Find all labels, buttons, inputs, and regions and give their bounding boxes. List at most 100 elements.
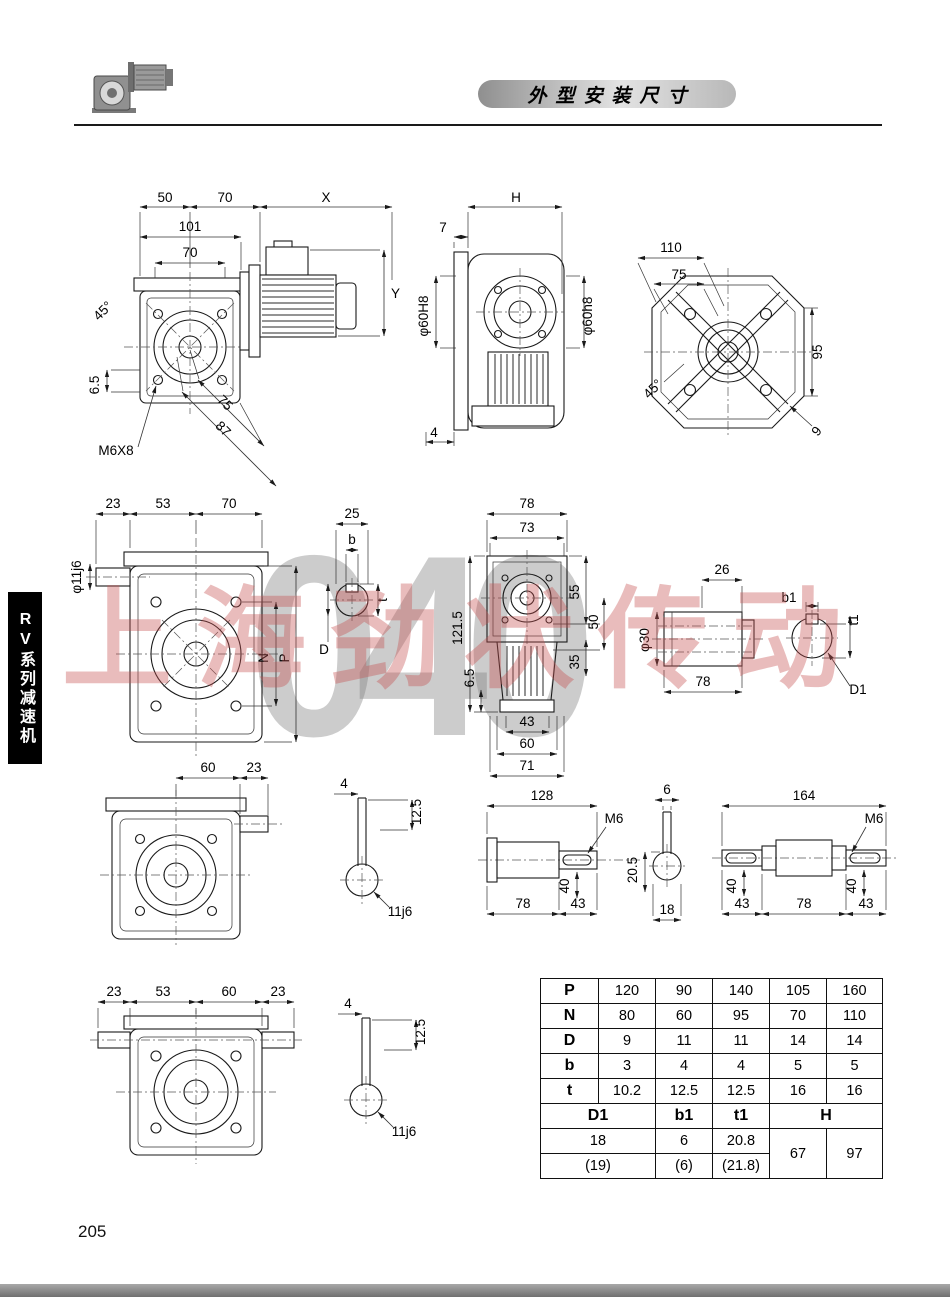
dim-label: 70 — [221, 496, 236, 511]
dim-label: 95 — [810, 344, 825, 359]
footer-bar — [0, 1284, 950, 1297]
dim-label: b1 — [781, 590, 796, 605]
table-cell: 11 — [712, 1028, 770, 1054]
product-photo — [92, 62, 173, 113]
view-front-with-motor: 50 70 X 101 70 45° 6.5 M6X8 75 87 Y — [87, 190, 400, 487]
dim-label: 35 — [567, 654, 582, 669]
dim-label: M6 — [605, 811, 624, 826]
view-side-middle: 78 73 121.5 6.5 55 50 35 43 60 71 — [450, 496, 607, 779]
dim-label: 6 — [663, 782, 671, 797]
dim-label: X — [321, 190, 330, 205]
table-cell: D1 — [540, 1103, 656, 1129]
table-cell: 90 — [655, 978, 713, 1004]
dimension-table: P 120 90 140 105 160 N 80 60 95 70 110 D… — [540, 978, 883, 1179]
table-cell: 80 — [598, 1003, 656, 1029]
header-rule — [74, 124, 882, 126]
header-banner: 外型安装尺寸 — [478, 80, 736, 108]
table-cell: 16 — [769, 1078, 827, 1104]
table-cell: 6 — [655, 1128, 713, 1154]
dim-label: 11j6 — [392, 1124, 417, 1139]
view-shaft-end-section-a: 4 12.5 11j6 — [334, 776, 424, 919]
table-cell: 70 — [769, 1003, 827, 1029]
dim-label: 75 — [215, 392, 236, 413]
dim-label: 50 — [586, 614, 601, 629]
dim-label: P — [277, 653, 292, 662]
table-cell: 3 — [598, 1053, 656, 1079]
dim-label: 78 — [519, 496, 534, 511]
view-key-section: 6 20.5 18 — [625, 782, 685, 923]
dim-label: 6.5 — [462, 669, 477, 688]
table-cell: 60 — [655, 1003, 713, 1029]
table-cell: 9 — [598, 1028, 656, 1054]
photo-bore — [107, 88, 117, 98]
dim-label: 75 — [671, 267, 686, 282]
table-cell: H — [769, 1103, 883, 1129]
dim-label: 18 — [659, 902, 674, 917]
photo-motor-fins — [136, 69, 164, 86]
dim-label: 4 — [344, 996, 352, 1011]
table-cell: 97 — [826, 1128, 883, 1179]
view-flange-rear: 110 75 95 45° 9 — [637, 240, 825, 439]
view-output-shaft-double: 164 M6 40 40 43 78 43 — [712, 788, 898, 917]
dim-label: 60 — [221, 984, 236, 999]
dim-label: D — [319, 642, 329, 657]
dim-label: 53 — [155, 496, 170, 511]
dim-label: φ11j6 — [69, 560, 84, 593]
dim-label: 60 — [200, 760, 215, 775]
table-cell: 160 — [826, 978, 883, 1004]
table-row: b 3 4 4 5 5 — [540, 1053, 883, 1079]
table-cell: 120 — [598, 978, 656, 1004]
view-side-top: H 7 φ60H8 φ60h8 4 — [416, 190, 595, 446]
table-cell: N — [540, 1003, 599, 1029]
dim-label: 43 — [734, 896, 749, 911]
dim-label: M6X8 — [98, 443, 133, 458]
dim-label: 43 — [519, 714, 534, 729]
dim-label: 78 — [796, 896, 811, 911]
table-cell: D — [540, 1028, 599, 1054]
table-cell: (19) — [540, 1153, 656, 1179]
view-output-shaft-single: 128 M6 40 78 43 — [478, 788, 642, 917]
table-cell: 5 — [826, 1053, 883, 1079]
table-cell: 12.5 — [712, 1078, 770, 1104]
dim-label: 60 — [519, 736, 534, 751]
table-cell: 16 — [826, 1078, 883, 1104]
dim-label: 40 — [557, 878, 572, 893]
dim-label: φ60h8 — [580, 297, 595, 336]
table-row: t 10.2 12.5 12.5 16 16 — [540, 1078, 883, 1104]
dim-label: 101 — [179, 219, 202, 234]
dim-label: 40 — [844, 878, 859, 893]
series-sidebar-label: RV系列减速机 — [8, 592, 42, 764]
view-front-mounting-dims: 23 53 70 φ11j6 N P 25 b t D — [69, 496, 390, 756]
table-row: D 9 11 11 14 14 — [540, 1028, 883, 1054]
dim-label: 23 — [106, 984, 121, 999]
dim-label: 78 — [515, 896, 530, 911]
table-row: D1 b1 t1 H — [540, 1103, 883, 1129]
view-front-double-shaft: 23 53 60 23 — [90, 984, 302, 1164]
table-cell: t1 — [712, 1103, 770, 1129]
dim-label: b — [348, 532, 356, 547]
dim-label: φ60H8 — [416, 295, 431, 336]
dim-label: 6.5 — [87, 376, 102, 395]
dim-label: 50 — [157, 190, 172, 205]
table-cell: b — [540, 1053, 599, 1079]
table-cell: 95 — [712, 1003, 770, 1029]
dim-label: 43 — [570, 896, 585, 911]
dim-label: 110 — [660, 240, 682, 255]
table-cell: 110 — [826, 1003, 883, 1029]
dim-label: 45° — [640, 376, 665, 401]
table-cell: (21.8) — [712, 1153, 770, 1179]
dim-label: 70 — [182, 245, 197, 260]
table-cell: 4 — [655, 1053, 713, 1079]
dim-label: 23 — [270, 984, 285, 999]
photo-motor-cap — [166, 69, 173, 86]
dim-label: 40 — [724, 878, 739, 893]
photo-motor-flange — [128, 62, 134, 92]
dim-label: M6 — [865, 811, 884, 826]
view-rear-output-shaft: 60 23 — [100, 760, 282, 945]
dim-label: 12.5 — [413, 1019, 428, 1045]
dim-label: 55 — [567, 584, 582, 599]
dim-label: 23 — [246, 760, 261, 775]
page-title: 外型安装尺寸 — [527, 85, 696, 107]
